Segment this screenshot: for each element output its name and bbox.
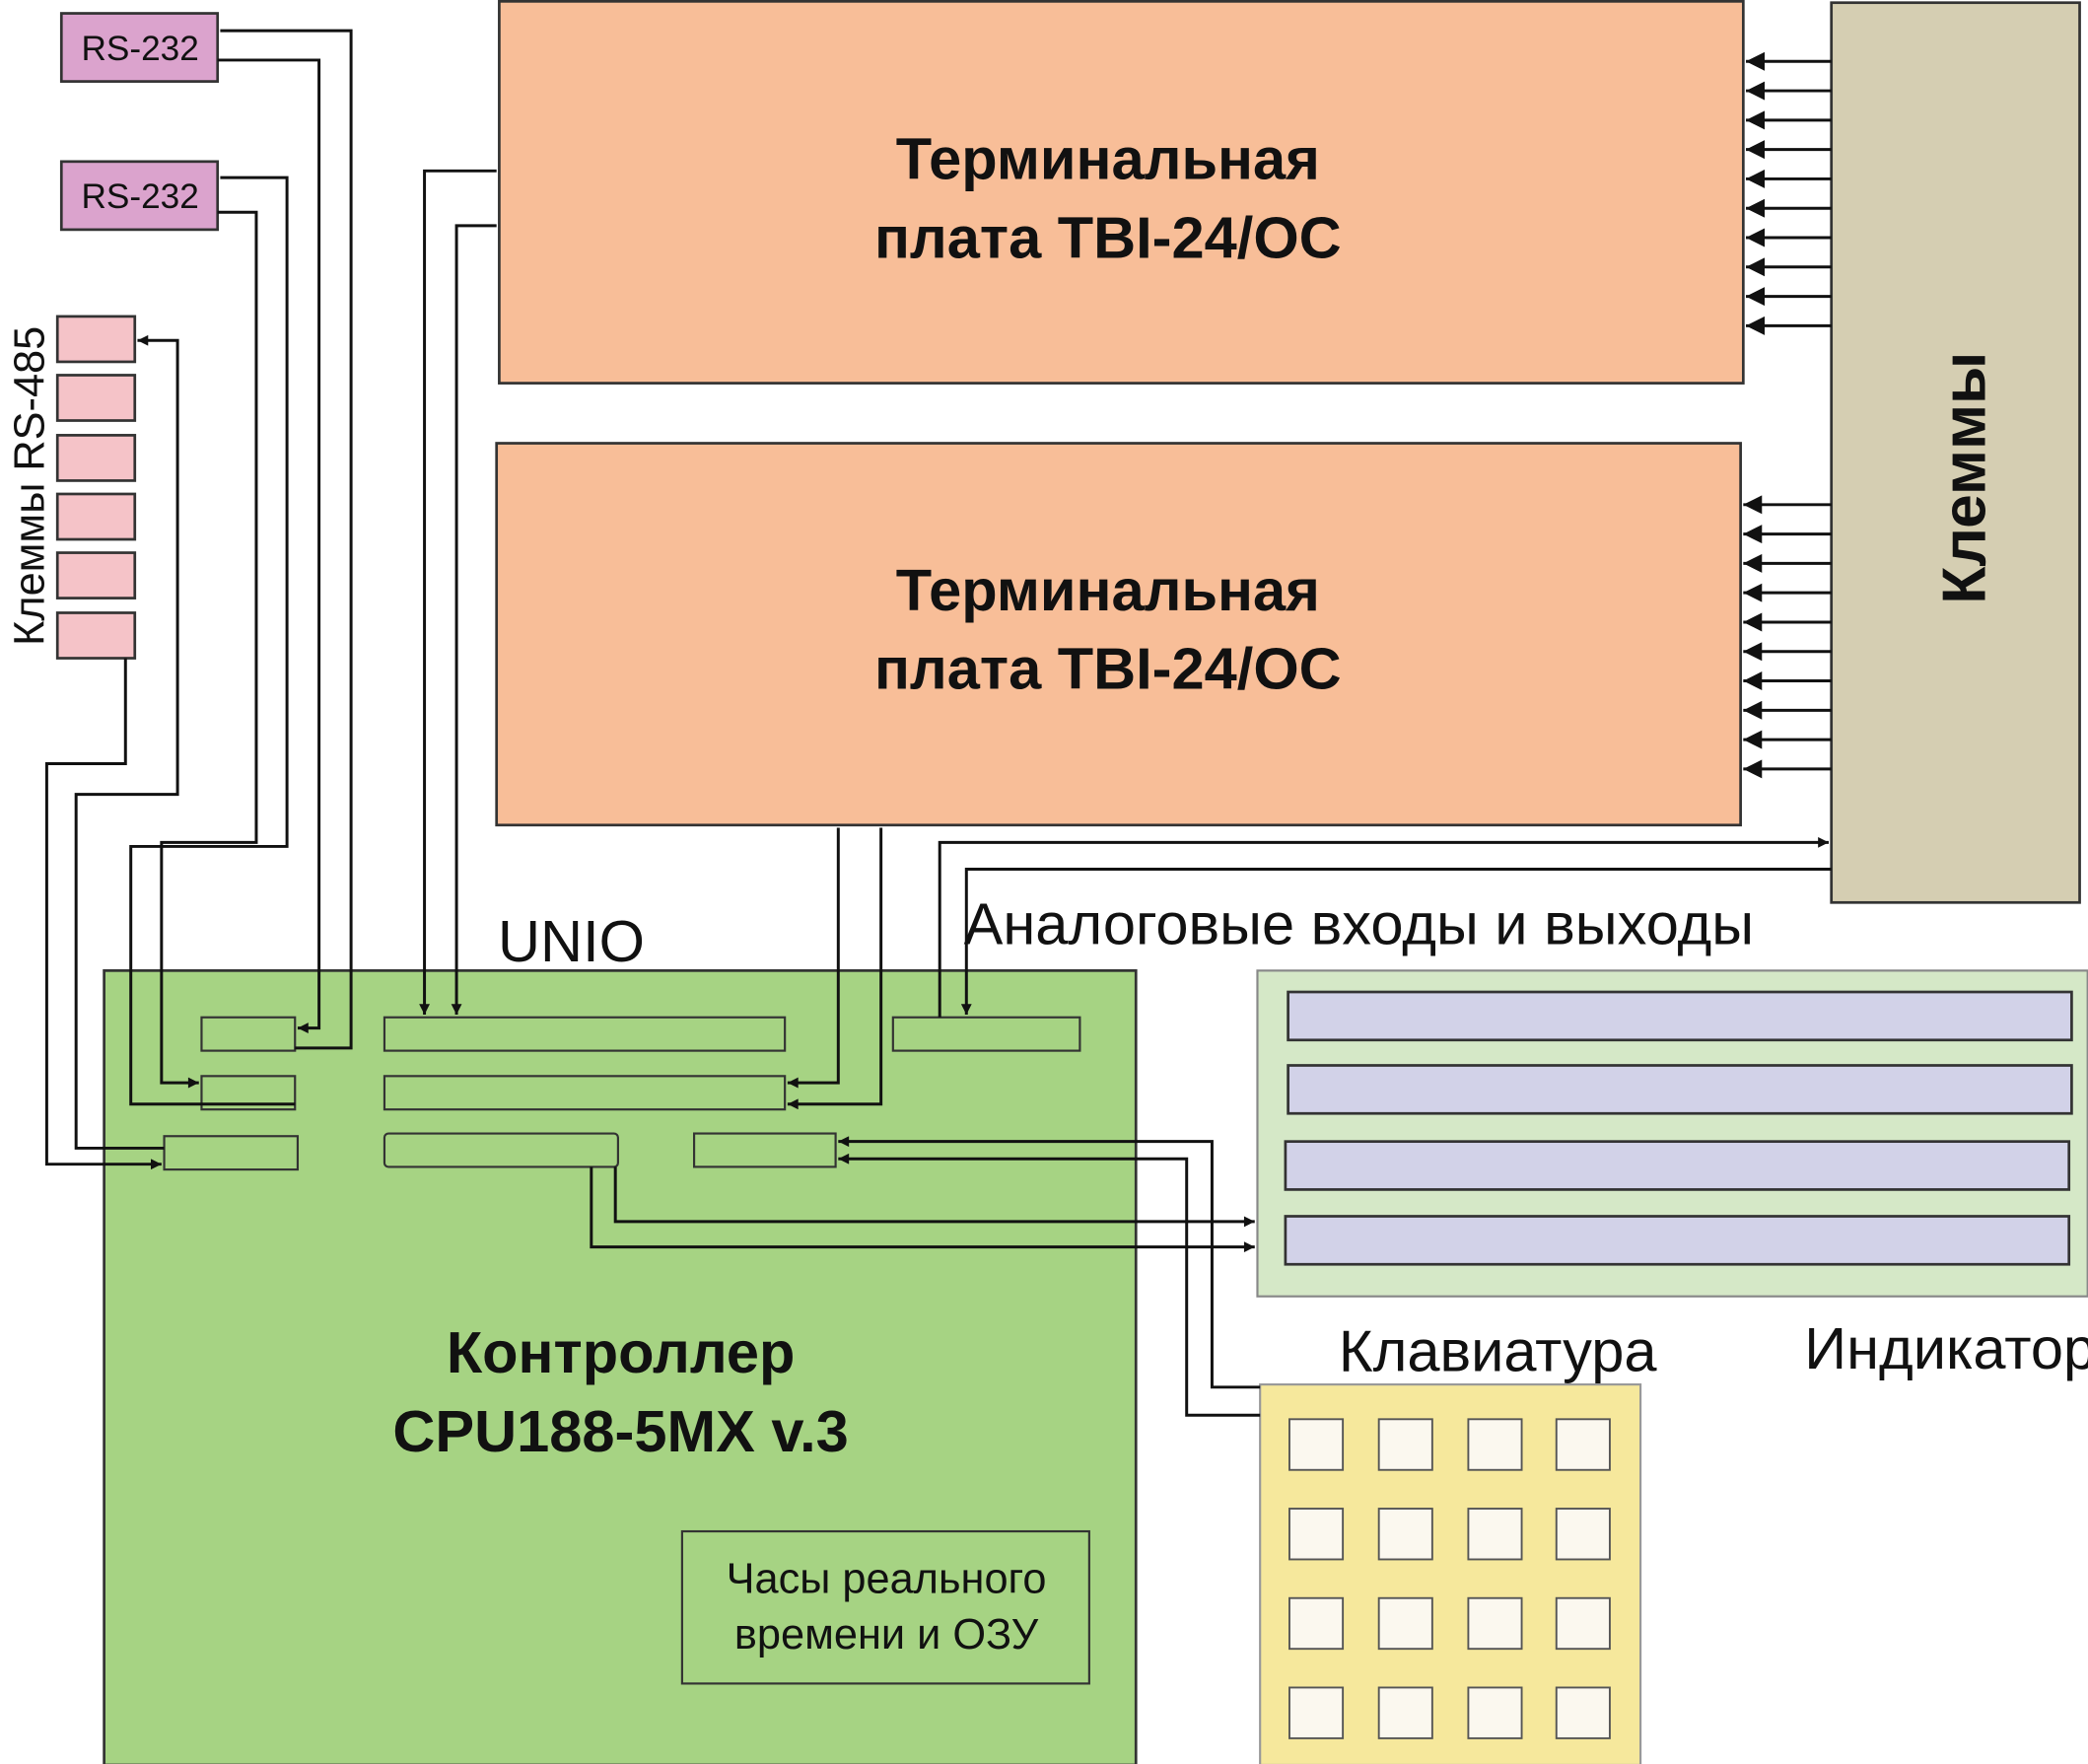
terminal-board-1-title-line1: Терминальная [896,125,1320,191]
unio-label: UNIO [498,908,645,974]
terminals-block: Клеммы [1830,1,2081,904]
terminals-label: Клеммы [1930,352,1998,604]
wire-keyboard-a [838,1136,1261,1389]
terminal-board-arrows [1743,51,1832,779]
wire-unio-2-a [787,827,840,1089]
keyboard-key [1288,1508,1345,1561]
wire-analog-a [938,836,1829,1018]
keyboard-key [1377,1596,1433,1651]
keyboard-label: Клавиатура [1339,1318,1657,1384]
wire-unio-1-a [419,169,497,1016]
terminal-board-2: Терминальная плата TBI-24/OC [495,442,1742,827]
keyboard-key [1555,1418,1611,1471]
rs485-terminal [55,374,137,422]
controller-board: Контроллер CPU188-5MX v.3 Часы реального… [103,969,1138,1764]
keyboard-key [1288,1686,1345,1739]
analog-io-label: Аналоговые входы и выходы [964,890,1754,956]
rs232-label-1: RS-232 [82,30,199,68]
keyboard-key [1467,1686,1523,1739]
wire-rs232-1-b [217,58,321,1033]
keyboard-key [1288,1418,1345,1471]
terminal-board-1-title-line2: плата TBI-24/OC [874,204,1342,270]
controller-title-line1: Контроллер [447,1319,796,1385]
rtc-label-line1: Часы реального [727,1555,1047,1602]
keyboard-key [1467,1508,1523,1561]
keyboard-key [1555,1508,1611,1561]
rs485-label: Клеммы RS-485 [7,326,54,646]
indicator-row [1284,1215,2071,1266]
connector-keyboard [692,1132,837,1168]
keyboard-key [1467,1596,1523,1651]
indicator-row [1287,990,2073,1042]
connector-analog [891,1016,1081,1052]
rs485-terminal [55,315,137,364]
indicator-row [1284,1140,2071,1191]
connector-unio-1 [383,1016,787,1052]
wire-indicator-a [613,1166,1255,1228]
rs485-terminal [55,611,137,660]
connector-indicator [383,1132,619,1168]
rs485-terminal [55,434,137,482]
connector-rs485 [163,1135,300,1171]
keyboard-key [1555,1596,1611,1651]
wire-rs485-a [74,334,179,1150]
terminal-board-2-title-line1: Терминальная [896,557,1320,623]
indicator-panel [1256,969,2088,1298]
rs485-terminal [55,492,137,541]
connector-rs232-1 [200,1016,297,1052]
indicator-label: Индикатор [1804,1315,2088,1381]
terminal-board-1: Терминальная плата TBI-24/OC [498,0,1745,385]
wire-analog-b [960,867,1832,1016]
wire-indicator-b [590,1166,1255,1253]
rtc-ram-block: Часы реального времени и ОЗУ [680,1529,1090,1685]
keyboard-panel [1259,1383,1642,1764]
wire-unio-1-b [451,224,497,1016]
wire-rs232-2-b [160,210,258,1089]
wire-rs232-1-a [220,29,353,1050]
terminal-board-2-title-line2: плата TBI-24/OC [874,636,1342,702]
wire-keyboard-b [838,1153,1261,1417]
connection-lines [44,29,1832,1417]
rs232-port-2: RS-232 [59,160,220,232]
rs232-label-2: RS-232 [82,177,199,216]
wire-rs232-2-a [129,176,296,1106]
wire-rs485-b [44,658,162,1170]
connector-rs232-2 [200,1075,297,1111]
keyboard-key [1377,1508,1433,1561]
keyboard-keys [1288,1418,1611,1739]
rtc-label-line2: времени и ОЗУ [734,1611,1039,1658]
keyboard-key [1377,1418,1433,1471]
wire-unio-2-b [787,827,883,1110]
rs232-port-1: RS-232 [59,12,220,83]
controller-title-line2: CPU188-5MX v.3 [392,1398,848,1464]
indicator-row [1287,1064,2073,1115]
rs485-terminal [55,551,137,600]
rs485-terminals: Клеммы RS-485 [7,315,137,660]
keyboard-key [1288,1596,1345,1651]
keyboard-key [1467,1418,1523,1471]
keyboard-key [1555,1686,1611,1739]
keyboard-key [1377,1686,1433,1739]
connector-unio-2 [383,1075,787,1111]
